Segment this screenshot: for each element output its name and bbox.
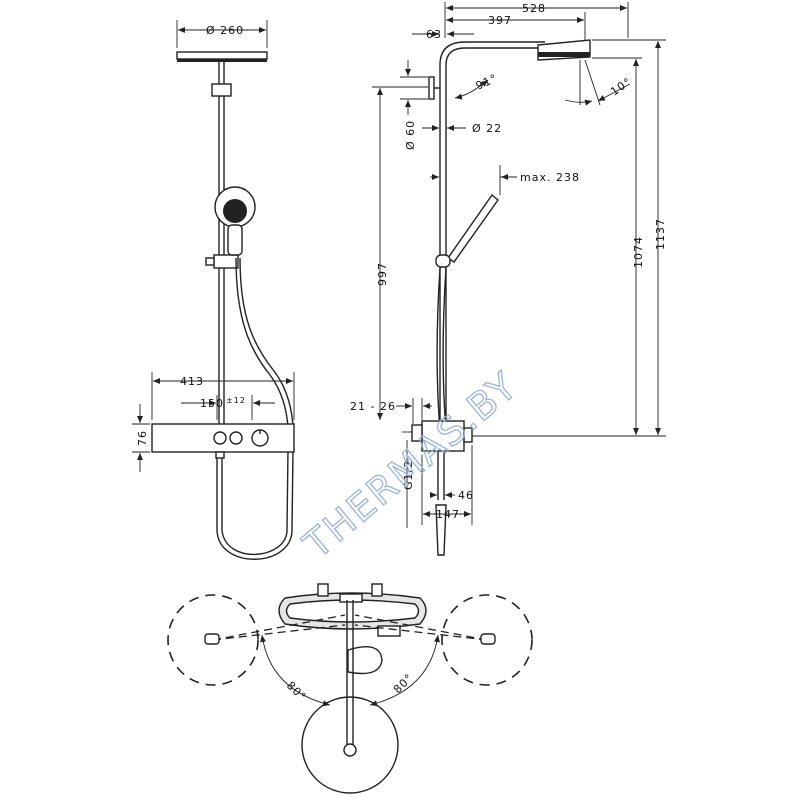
side-view: 528 397 63 91° 10° Ø 60 Ø 22 max. 238 (350, 2, 667, 556)
dim-thermostat-height: 76 (136, 430, 149, 446)
dim-overhead-diameter: Ø 260 (206, 24, 244, 37)
dim-connection-spacing: 150 (200, 397, 224, 410)
dim-height-to-overhead: 1074 (632, 236, 645, 268)
side-overhead-shower (537, 39, 591, 61)
top-view: 80° 80° (167, 583, 533, 794)
side-hand-shower (435, 193, 499, 431)
front-thermostat (151, 423, 295, 459)
dim-pipe-diameter: Ø 22 (472, 122, 502, 135)
dim-wall-gap: 21 - 26 (350, 400, 396, 413)
dim-hand-shower-reach: max. 238 (520, 171, 580, 184)
dim-arm-length: 397 (488, 14, 512, 27)
dim-thread: G1/2 (402, 460, 415, 490)
dim-rotation-left: 80° (284, 679, 309, 704)
dim-tilt-angle: 10° (608, 75, 634, 99)
front-view: Ø 260 413 (132, 20, 295, 560)
dim-arm-length-total: 528 (522, 2, 546, 15)
dim-total-height: 1137 (654, 218, 667, 250)
dim-bracket-diameter: Ø 60 (404, 120, 417, 150)
dim-arm-angle: 91° (474, 71, 500, 92)
watermark: THERMAS.BY (295, 363, 527, 567)
top-overhead-shower (301, 600, 399, 794)
dim-thermostat-width: 413 (180, 375, 204, 388)
side-thermostat (411, 420, 473, 556)
dim-wall-offset: 63 (426, 28, 442, 41)
front-riser-pipe (205, 62, 239, 425)
dim-rotation-right: 80° (391, 671, 416, 696)
dim-depth-outlet: 46 (458, 489, 474, 502)
dim-depth-total: 147 (436, 508, 460, 521)
dim-rail-height: 997 (376, 262, 389, 286)
dim-connection-tolerance: ±12 (226, 396, 246, 405)
side-riser-pipe (428, 41, 545, 430)
front-hand-shower (214, 186, 295, 560)
front-overhead-shower (176, 20, 268, 62)
